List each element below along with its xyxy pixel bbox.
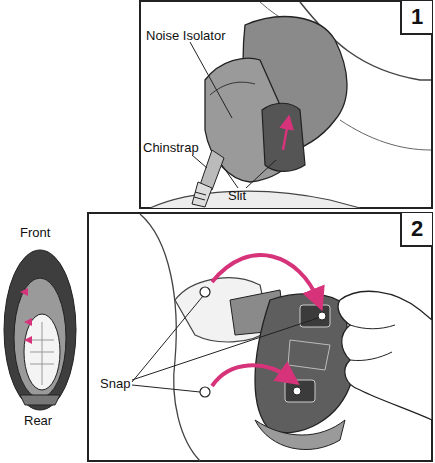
callout-number: 2: [400, 213, 432, 247]
part-label: Noise Isolator: [146, 28, 225, 43]
part-label: Slit: [228, 188, 246, 203]
direction-label: Rear: [24, 413, 52, 428]
callout-number: 1: [400, 1, 432, 35]
panel-frame: [88, 213, 432, 461]
panel-frame: [140, 1, 432, 208]
part-label: Snap: [100, 376, 130, 391]
direction-label: Front: [20, 225, 50, 240]
part-label: Chinstrap: [143, 140, 199, 155]
